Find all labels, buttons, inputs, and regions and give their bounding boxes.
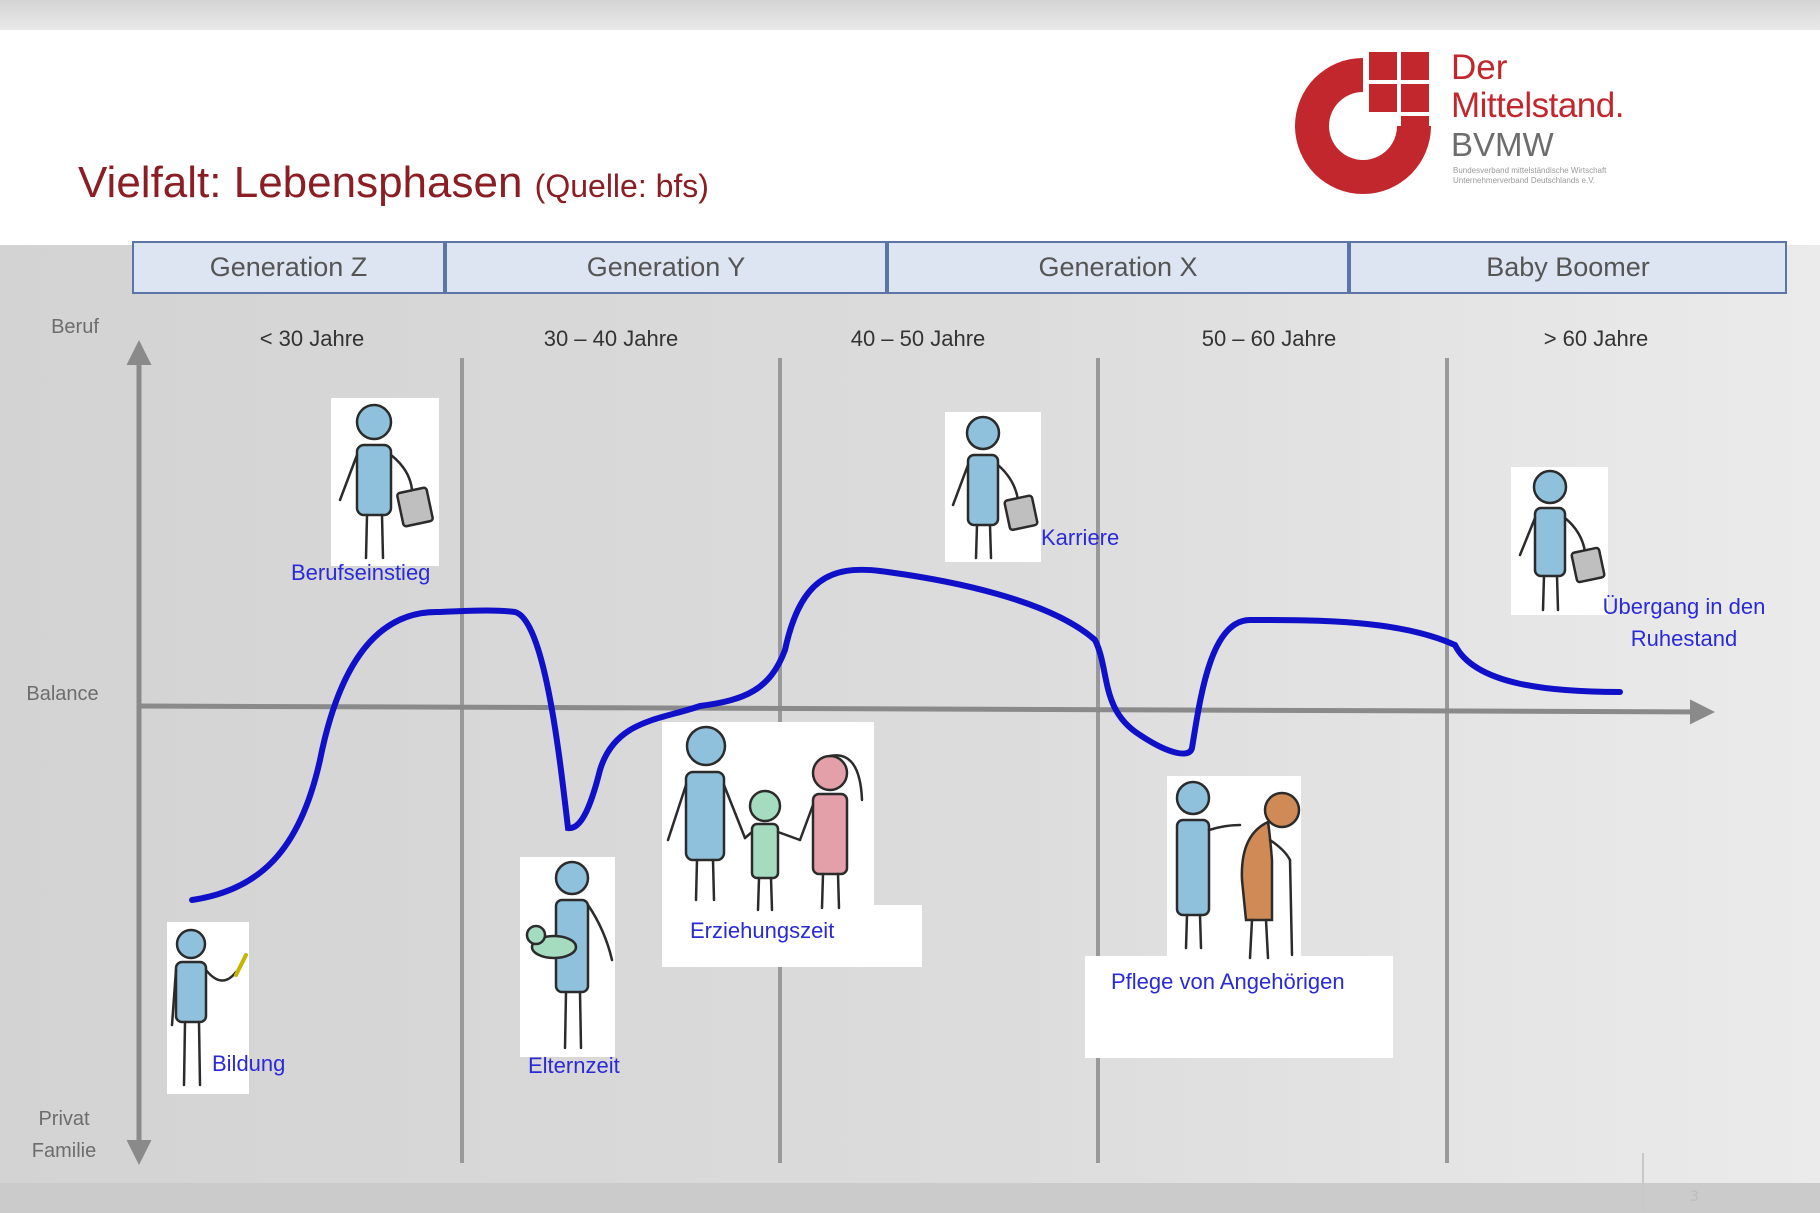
phase-label-uebergang-1: Übergang in den — [1602, 594, 1766, 619]
caregiver-with-elderly-icon — [1175, 780, 1301, 960]
page-number: 3 — [1690, 1189, 1699, 1205]
family-icon — [666, 725, 864, 912]
horizontal-axis-arrow — [138, 699, 1715, 725]
phase-label-karriere: Karriere — [1041, 525, 1120, 550]
logo-line-bvmw: BVMW — [1451, 126, 1554, 163]
career-briefcase-icon — [951, 415, 1039, 560]
title-text: Vielfalt: Lebensphasen — [78, 158, 523, 207]
student-with-pen-icon — [170, 928, 248, 1087]
age-under-30: < 30 Jahre — [259, 326, 365, 351]
worker-with-briefcase-icon — [338, 403, 434, 560]
phase-label-erziehungszeit: Erziehungszeit — [690, 918, 835, 943]
diagram-area — [0, 245, 1820, 1183]
phase-label-uebergang-2: Ruhestand — [1630, 626, 1738, 651]
card-erziehungszeit-bottom — [662, 905, 922, 967]
logo-emblem-icon — [1295, 52, 1431, 194]
logo-subline-1: Bundesverband mittelständische Wirtschaf… — [1453, 166, 1607, 175]
phase-label-bildung: Bildung — [212, 1051, 286, 1076]
axis-label-familie: Familie — [31, 1140, 97, 1162]
logo-line-der: Der — [1451, 48, 1508, 87]
age-30-40: 30 – 40 Jahre — [543, 326, 679, 351]
logo-subline-2: Unternehmerverband Deutschlands e.V. — [1453, 176, 1596, 185]
phase-label-elternzeit: Elternzeit — [528, 1053, 620, 1078]
age-40-50: 40 – 50 Jahre — [850, 326, 986, 351]
title-source: (Quelle: bfs) — [534, 168, 709, 204]
slide-footer: 3 — [0, 1153, 1820, 1213]
slide-title: Vielfalt: Lebensphasen (Quelle: bfs) — [78, 158, 709, 208]
top-band — [0, 0, 1820, 30]
phase-label-uebergang: Übergang in den Ruhestand — [1592, 591, 1776, 655]
phase-label-berufseinstieg: Berufseinstieg — [291, 560, 431, 585]
logo-line-mittelstand: Mittelstand. — [1451, 86, 1624, 125]
axis-label-balance: Balance — [26, 683, 99, 705]
axis-label-privat: Privat — [38, 1108, 90, 1130]
generation-y-box: Generation Y — [445, 241, 887, 294]
axis-label-beruf: Beruf — [51, 316, 99, 338]
bvmw-logo: Der Mittelstand. BVMW Bundesverband mitt… — [1285, 48, 1705, 208]
phase-label-pflege: Pflege von Angehörigen — [1111, 969, 1345, 994]
balance-curve — [189, 566, 1623, 903]
age-50-60: 50 – 60 Jahre — [1201, 326, 1337, 351]
generation-z-box: Generation Z — [132, 241, 445, 294]
parent-with-baby-icon — [525, 860, 614, 1050]
retiree-briefcase-icon — [1518, 469, 1606, 612]
age-over-60: > 60 Jahre — [1543, 326, 1649, 351]
footer-separator — [1642, 1153, 1644, 1211]
slide-header — [0, 30, 1820, 245]
logo-subline: Bundesverband mittelständische Wirtschaf… — [1453, 166, 1606, 186]
generation-x-box: Generation X — [887, 241, 1349, 294]
baby-boomer-box: Baby Boomer — [1349, 241, 1787, 294]
card-pflege-bottom — [1085, 956, 1393, 1058]
